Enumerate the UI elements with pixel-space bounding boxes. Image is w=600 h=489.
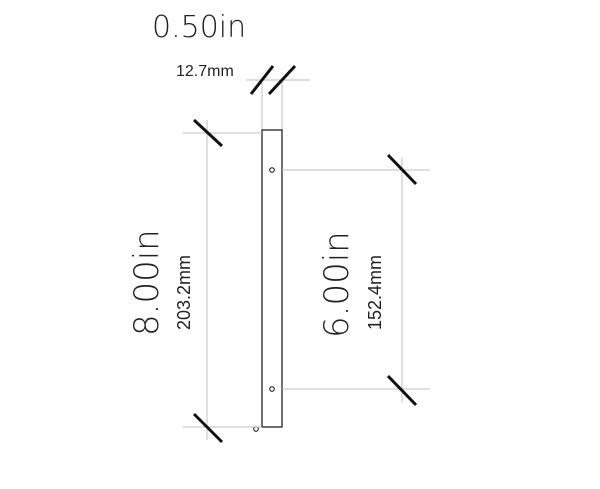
thickness-tick-right: [267, 64, 297, 96]
spacing-inches-label: 6.00in: [317, 231, 357, 338]
spacing-mm-label: 152.4mm: [365, 255, 385, 330]
length-mm-label: 203.2mm: [174, 255, 194, 330]
mounting-hole-top: [269, 167, 275, 173]
bar-part: [253, 129, 283, 432]
length-inches-label: 8.00in: [127, 229, 167, 336]
thickness-tick-left: [249, 65, 275, 95]
mounting-hole-bottom: [269, 386, 275, 392]
spacing-tick-bottom: [386, 374, 418, 407]
hole-spacing-dimension: 6.00in 152.4mm: [282, 153, 430, 407]
length-tick-top: [192, 118, 224, 148]
thickness-dimension: 0.50in 12.7mm: [152, 10, 310, 130]
thickness-inches-label: 0.50in: [152, 10, 246, 45]
thickness-mm-label: 12.7mm: [176, 63, 234, 80]
overall-length-dimension: 8.00in 203.2mm: [127, 118, 262, 444]
bar-outline: [261, 129, 283, 428]
length-tick-bottom: [192, 412, 224, 444]
spacing-tick-top: [386, 153, 418, 186]
